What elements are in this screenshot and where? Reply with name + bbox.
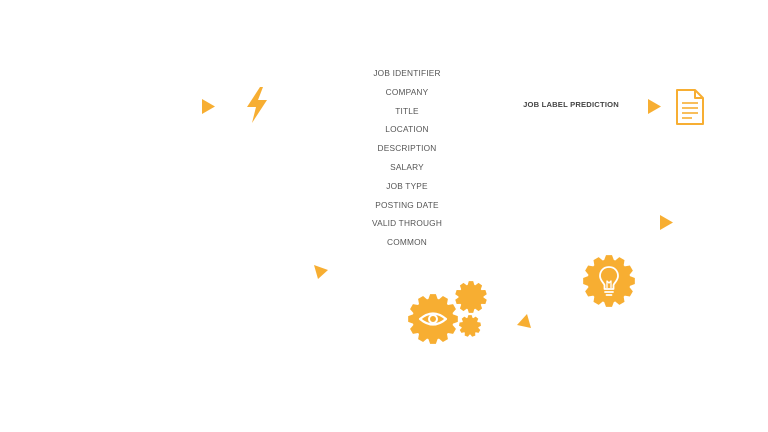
lightning-bolt-icon xyxy=(247,87,267,123)
field-item: LOCATION xyxy=(385,124,429,135)
field-item: JOB TYPE xyxy=(386,180,428,191)
play-arrow-icon xyxy=(202,99,215,114)
eye-gear-icon xyxy=(408,281,487,344)
gear-shape xyxy=(408,294,458,344)
lightbulb-gear-icon xyxy=(583,255,635,307)
field-item: POSTING DATE xyxy=(375,199,439,210)
gear-shape xyxy=(583,255,635,307)
field-item: JOB IDENTIFIER xyxy=(373,68,441,78)
gear-shape xyxy=(455,281,487,313)
field-item: COMMON xyxy=(387,237,427,248)
play-arrow-icon xyxy=(314,265,328,279)
field-item: TITLE xyxy=(395,105,419,116)
field-item: COMPANY xyxy=(385,86,429,97)
field-item: SALARY xyxy=(390,161,424,172)
job-field-list: JOB IDENTIFIER COMPANY TITLE LOCATION DESCRI… xyxy=(346,66,468,254)
field-item: VALID THROUGH xyxy=(371,218,443,229)
field-item: DESCRIPTION xyxy=(377,143,437,154)
document-icon xyxy=(676,89,704,125)
lightbulb-icon xyxy=(599,266,619,296)
play-arrow-icon xyxy=(648,99,661,114)
gear-shape xyxy=(459,315,481,337)
job-label-prediction: JOB LABEL PREDICTION xyxy=(523,100,619,109)
play-arrow-icon xyxy=(517,314,531,328)
eye-icon xyxy=(418,312,448,326)
play-arrow-icon xyxy=(660,215,673,230)
